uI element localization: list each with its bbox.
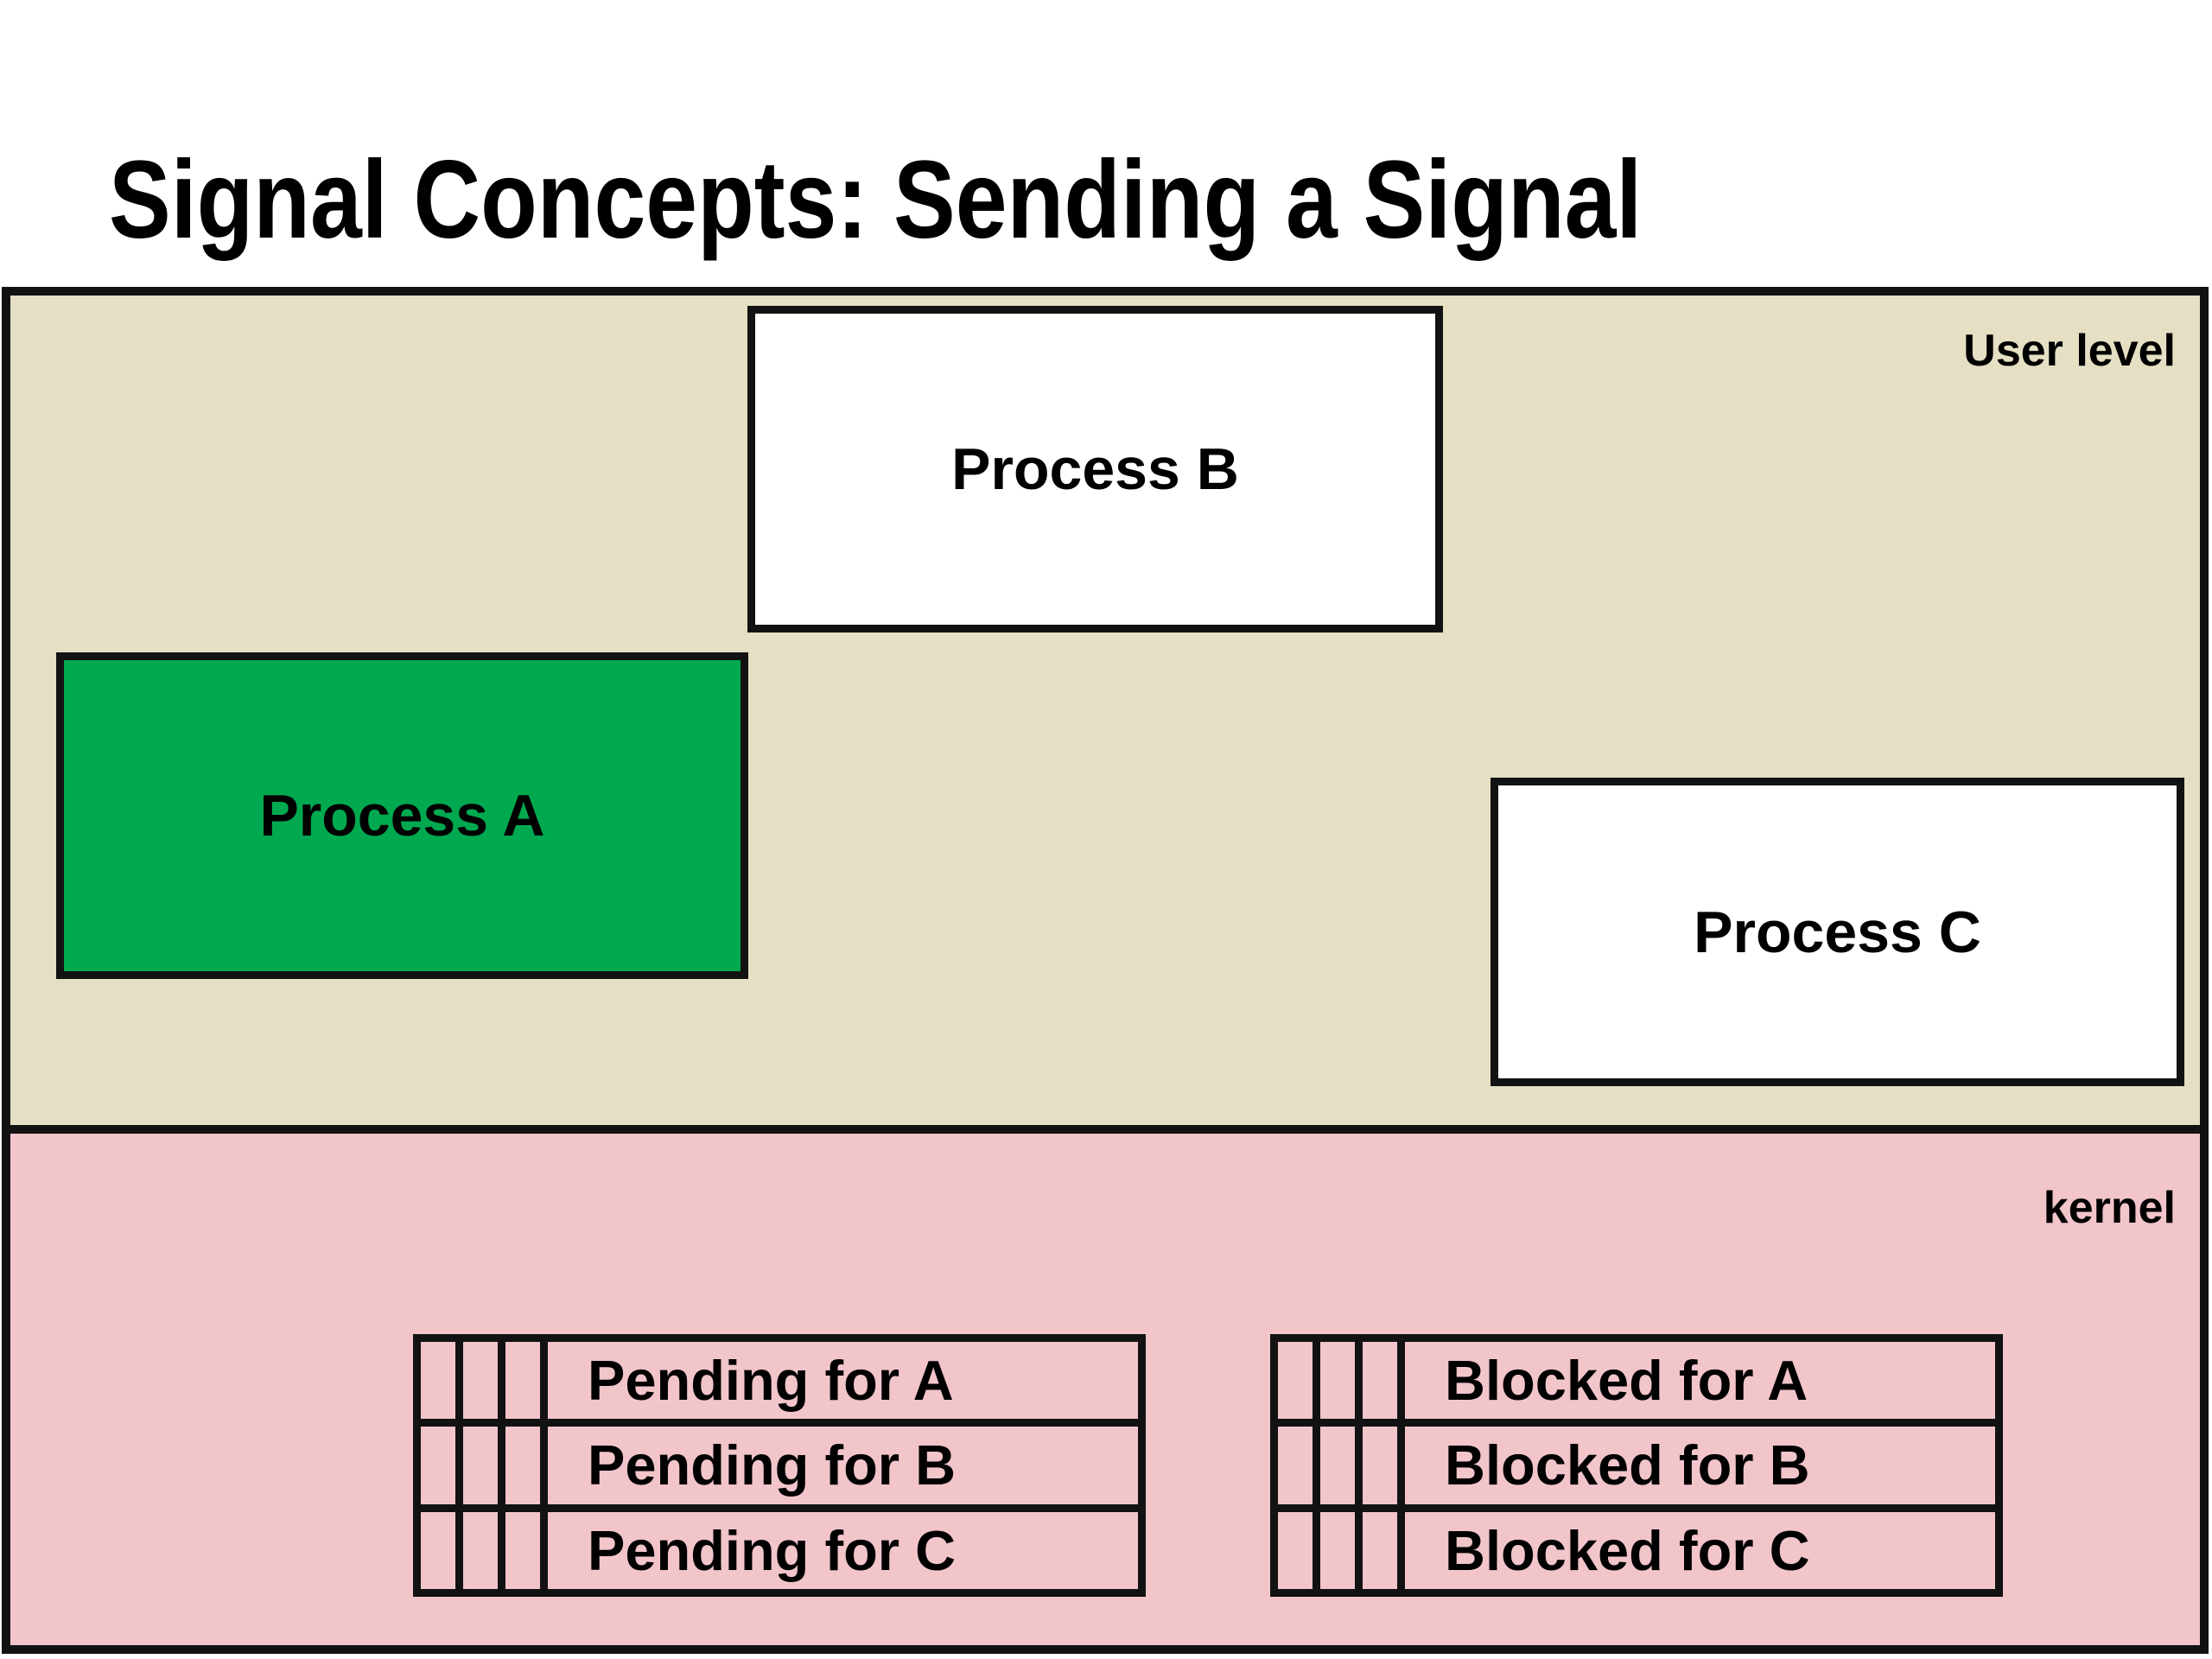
bit-cell bbox=[1278, 1427, 1313, 1504]
pending-for-c-label: Pending for C bbox=[548, 1511, 1138, 1589]
bit-cell bbox=[421, 1427, 455, 1504]
user-level-label: User level bbox=[1963, 326, 2176, 376]
kernel-label: kernel bbox=[2043, 1183, 2176, 1233]
process-c-label: Process C bbox=[1694, 899, 1981, 965]
bit-cell bbox=[463, 1511, 498, 1589]
bit-cell bbox=[505, 1342, 540, 1420]
blocked-signals-table: Blocked for A Blocked for B Blocked for … bbox=[1270, 1334, 2003, 1597]
bit-cell bbox=[463, 1427, 498, 1504]
pending-signals-table: Pending for A Pending for B Pending for … bbox=[413, 1334, 1146, 1597]
bit-cell bbox=[505, 1427, 540, 1504]
bit-cell bbox=[463, 1342, 498, 1420]
bit-cell bbox=[1363, 1427, 1397, 1504]
process-b-box: Process B bbox=[747, 306, 1443, 632]
pending-for-b-label: Pending for B bbox=[548, 1427, 1138, 1504]
bit-cell bbox=[1320, 1342, 1355, 1420]
pending-for-a-label: Pending for A bbox=[548, 1342, 1138, 1420]
blocked-for-c-label: Blocked for C bbox=[1405, 1511, 1995, 1589]
bit-cell bbox=[1278, 1511, 1313, 1589]
bit-cell bbox=[505, 1511, 540, 1589]
process-a-label: Process A bbox=[259, 783, 545, 849]
bit-cell bbox=[421, 1511, 455, 1589]
process-c-box: Process C bbox=[1491, 778, 2184, 1086]
slide-title: Signal Concepts: Sending a Signal bbox=[109, 138, 1643, 262]
bit-cell bbox=[1320, 1427, 1355, 1504]
bit-cell bbox=[1278, 1342, 1313, 1420]
blocked-for-b-label: Blocked for B bbox=[1405, 1427, 1995, 1504]
bit-cell bbox=[1320, 1511, 1355, 1589]
blocked-for-a-label: Blocked for A bbox=[1405, 1342, 1995, 1420]
bit-cell bbox=[421, 1342, 455, 1420]
process-b-label: Process B bbox=[951, 436, 1239, 502]
bit-cell bbox=[1363, 1511, 1397, 1589]
process-a-box: Process A bbox=[56, 652, 748, 979]
bit-cell bbox=[1363, 1342, 1397, 1420]
